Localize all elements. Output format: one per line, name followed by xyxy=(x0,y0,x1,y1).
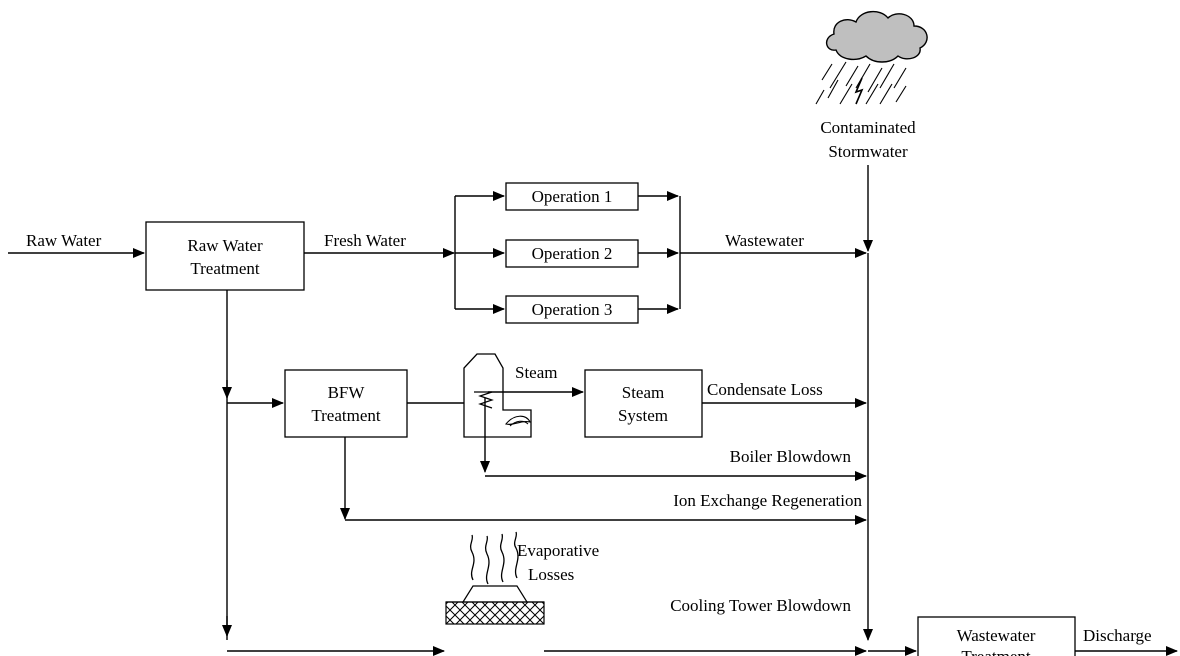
wastewater-treatment-label-1: Wastewater xyxy=(957,626,1036,645)
operations-split xyxy=(454,191,505,314)
wastewater-treatment-box xyxy=(917,616,1076,656)
operations-merge xyxy=(638,191,681,314)
operation-2-label: Operation 2 xyxy=(532,244,613,263)
condensate-loss-label: Condensate Loss xyxy=(707,380,823,399)
operation-3-box xyxy=(505,295,639,324)
discharge-label: Discharge xyxy=(1083,626,1152,645)
cooling-tower-icon xyxy=(445,531,545,625)
fresh-water-label: Fresh Water xyxy=(324,231,406,250)
raw-water-treatment-label-1: Raw Water xyxy=(187,236,263,255)
bfw-treatment-label-1: BFW xyxy=(328,383,366,402)
bfw-treatment-label-2: Treatment xyxy=(311,406,381,425)
raw-water-treatment-label-2: Treatment xyxy=(190,259,260,278)
operation-1-label: Operation 1 xyxy=(532,187,613,206)
steam-system-box xyxy=(584,369,703,438)
operation-2-box xyxy=(505,239,639,268)
rain-cloud-icon xyxy=(815,11,928,105)
raw-water-treatment-box xyxy=(145,221,305,291)
wastewater-treatment-label-2: Treatment xyxy=(961,647,1031,656)
evaporative-losses-label-2: Losses xyxy=(528,565,574,584)
raw-water-label: Raw Water xyxy=(26,231,102,250)
stormwater-label-1: Contaminated xyxy=(820,118,916,137)
steam-label: Steam xyxy=(515,363,558,382)
wastewater-label: Wastewater xyxy=(725,231,804,250)
ion-exchange-label: Ion Exchange Regeneration xyxy=(673,491,862,510)
cooling-tower-blowdown-label: Cooling Tower Blowdown xyxy=(670,596,851,615)
evaporative-losses-label-1: Evaporative xyxy=(517,541,599,560)
steam-system-label-2: System xyxy=(618,406,668,425)
steam-system-label-1: Steam xyxy=(622,383,665,402)
boiler-blowdown-label: Boiler Blowdown xyxy=(730,447,852,466)
bfw-treatment-box xyxy=(284,369,408,438)
stormwater-label-2: Stormwater xyxy=(828,142,908,161)
operation-3-label: Operation 3 xyxy=(532,300,613,319)
